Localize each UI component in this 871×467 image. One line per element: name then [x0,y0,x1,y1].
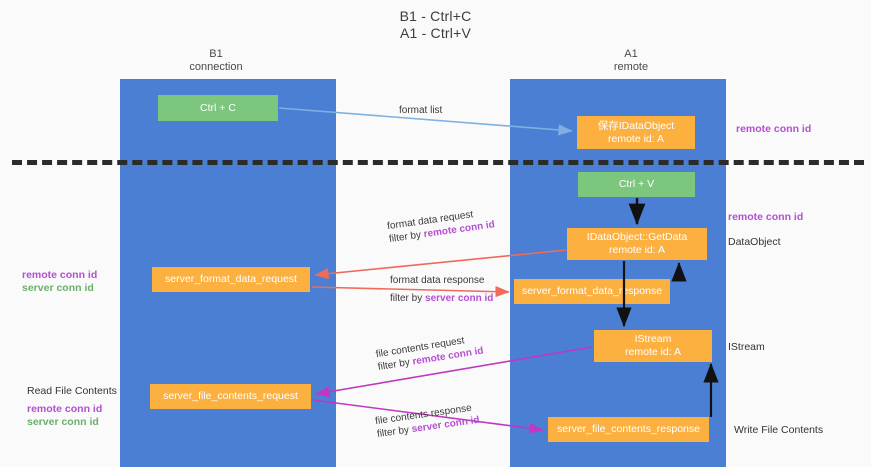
node-ctrl-c[interactable]: Ctrl + C [158,95,278,121]
edge-caption-format-list: format list [399,104,442,117]
title-line-1: B1 - Ctrl+C [399,8,472,24]
edge-caption-format-data-response: format data response filter by server co… [390,274,493,305]
node-ctrl-c-label: Ctrl + C [200,101,236,114]
column-header-b1-sub: connection [189,61,243,73]
node-save-idataobject-sub: remote id: A [607,132,665,145]
edge-caption-file-contents-response-prefix: filter by [376,424,413,441]
node-ctrl-v[interactable]: Ctrl + V [578,172,695,197]
node-server-format-data-request-label: server_format_data_request [165,273,297,285]
column-header-b1: B1 connection [141,48,291,74]
node-save-idataobject[interactable]: 保存IDataObject remote id: A [577,116,695,149]
node-idataobject-getdata[interactable]: IDataObject::GetData remote id: A [567,228,707,260]
annotation-read-file-contents: Read File Contents [27,385,117,397]
node-istream-sub: remote id: A [624,346,682,358]
annotation-left-remote-conn-id-bot: remote conn id [27,403,103,415]
edge-caption-format-data-response-prefix: filter by [390,293,426,304]
node-save-idataobject-label: 保存IDataObject [597,119,675,132]
node-server-file-contents-response-label: server_file_contents_response [556,423,700,435]
annotation-dataobject: DataObject [728,236,781,248]
node-ctrl-v-label: Ctrl + V [618,178,655,190]
annotation-istream: IStream [728,341,765,353]
node-server-format-data-response[interactable]: server_format_data_response [514,279,670,304]
annotation-left-server-conn-id-mid: server conn id [22,282,94,294]
title-line-2: A1 - Ctrl+V [399,25,472,41]
node-server-file-contents-request[interactable]: server_file_contents_request [150,384,311,409]
edge-caption-format-data-response-filter: server conn id [425,293,494,304]
edge-caption-format-data-request-prefix: filter by [388,229,425,246]
node-istream[interactable]: IStream remote id: A [594,330,712,362]
edge-caption-format-data-request: format data request filter by remote con… [386,205,496,246]
node-istream-label: IStream [634,333,672,345]
column-header-a1-name: A1 [624,48,638,60]
edge-caption-format-list-text: format list [399,105,443,116]
node-server-file-contents-request-label: server_file_contents_request [163,390,298,402]
column-header-a1-sub: remote [613,61,649,73]
edge-caption-file-contents-response: file contents response filter by server … [374,401,481,441]
node-server-file-contents-response[interactable]: server_file_contents_response [548,417,709,442]
phase-separator [12,160,864,165]
column-header-a1: A1 remote [556,48,706,74]
annotation-remote-conn-id-top: remote conn id [736,123,812,135]
annotation-write-file-contents: Write File Contents [734,424,824,436]
annotation-left-remote-conn-id-mid: remote conn id [22,269,98,281]
edge-caption-file-contents-request: file contents request filter by remote c… [375,332,484,374]
edge-caption-format-data-response-text: format data response [390,275,485,286]
node-server-format-data-request[interactable]: server_format_data_request [152,267,310,292]
annotation-remote-conn-id-mid: remote conn id [728,211,804,223]
node-idataobject-getdata-label: IDataObject::GetData [586,231,688,243]
node-server-format-data-response-label: server_format_data_response [521,285,663,297]
column-header-b1-name: B1 [209,48,223,60]
node-idataobject-getdata-sub: remote id: A [608,244,666,256]
annotation-left-server-conn-id-bot: server conn id [27,416,99,428]
diagram-title: B1 - Ctrl+C A1 - Ctrl+V [0,8,871,42]
